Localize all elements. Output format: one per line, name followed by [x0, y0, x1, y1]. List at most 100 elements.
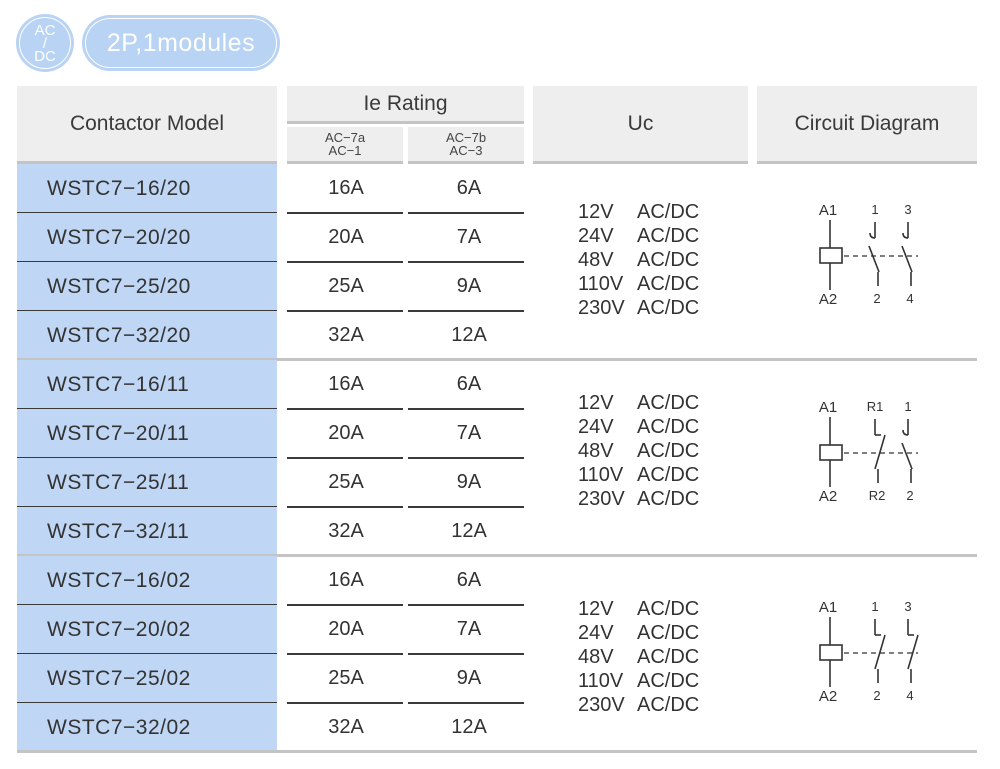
row-divider [287, 604, 403, 606]
ac7a-rating-cell: 16A [328, 177, 364, 199]
coil-symbol [819, 247, 843, 264]
row-divider [408, 457, 524, 459]
header-ac7b-line2: AC−3 [449, 143, 483, 158]
ac7b-rating-cell: 12A [451, 716, 487, 738]
uc-current-type: AC/DC [637, 416, 700, 438]
row-divider [408, 212, 524, 214]
model-cell: WSTC7−25/02 [17, 654, 277, 703]
contact-1-bottom-terminal-label: 2 [873, 291, 880, 306]
uc-voltage-row: 12V AC/DC [578, 597, 748, 621]
ac7a-rating-cell: 16A [328, 373, 364, 395]
uc-current-type: AC/DC [637, 225, 700, 247]
contact-1-hook [869, 232, 876, 239]
contact-2-bottom-terminal-label: 2 [906, 488, 913, 503]
model-cell: WSTC7−16/02 [17, 556, 277, 605]
header-ac7a-line1: AC−7a [324, 130, 366, 145]
contact-2-bottom-terminal-label: 4 [906, 688, 913, 703]
uc-current-type: AC/DC [637, 670, 700, 692]
ac7a-rating-cell: 32A [328, 520, 364, 542]
ac7b-rating-cell: 6A [456, 373, 482, 395]
ac7a-rating-cell: 25A [328, 667, 364, 689]
ac7b-rating-cell: 7A [456, 226, 482, 248]
uc-voltage-row: 24V AC/DC [578, 224, 748, 248]
ac7b-rating-cell: 12A [451, 520, 487, 542]
coil-a2-label: A2 [819, 291, 837, 308]
coil-a1-label: A1 [819, 202, 837, 219]
group-divider [17, 554, 977, 557]
contact-2-top-terminal-label: 3 [904, 202, 911, 217]
header-ie-rating-label: Ie Rating [363, 91, 448, 115]
header-ie-rating: Ie Rating [287, 86, 524, 124]
uc-current-type: AC/DC [637, 646, 700, 668]
uc-current-type: AC/DC [637, 464, 700, 486]
ac7b-rating-cell: 12A [451, 324, 487, 346]
uc-voltage-row: 110V AC/DC [578, 272, 748, 296]
acdc-badge-bottom: DC [34, 48, 56, 65]
model-cell: WSTC7−25/11 [17, 458, 277, 507]
model-cell: WSTC7−20/02 [17, 605, 277, 654]
header-circuit-label: Circuit Diagram [794, 111, 940, 135]
model-cell: WSTC7−32/20 [17, 311, 277, 360]
ac7a-rating-cell: 16A [328, 569, 364, 591]
uc-current-type: AC/DC [637, 392, 700, 414]
contact-1-bottom-terminal-label: 2 [873, 688, 880, 703]
model-cell: WSTC7−16/20 [17, 164, 277, 213]
uc-voltage-row: 48V AC/DC [578, 439, 748, 463]
uc-current-type: AC/DC [637, 598, 700, 620]
contact-2-blade [901, 442, 913, 470]
contact-1-bottom-terminal-label: R2 [869, 488, 886, 503]
row-divider [287, 653, 403, 655]
row-divider [287, 310, 403, 312]
row-divider [408, 604, 524, 606]
ac7a-rating-cell: 20A [328, 618, 364, 640]
header-ac7b-line1: AC−7b [445, 130, 487, 145]
uc-current-type: AC/DC [637, 201, 700, 223]
uc-voltage: 48V [578, 440, 614, 462]
acdc-badge: AC / DC [16, 14, 74, 72]
ac7b-rating-cell: 6A [456, 177, 482, 199]
uc-voltage-row: 48V AC/DC [578, 248, 748, 272]
contact-2-bottom-terminal-label: 4 [906, 291, 913, 306]
contact-1-top-terminal-label: 1 [871, 599, 878, 614]
row-divider [408, 310, 524, 312]
coil-a1-label: A1 [819, 599, 837, 616]
uc-voltage: 110V [578, 273, 624, 295]
header-ac7a-line2: AC−1 [328, 143, 362, 158]
row-divider [408, 506, 524, 508]
row-divider [408, 408, 524, 410]
acdc-badge-slash: / [42, 35, 48, 52]
contact-1-top-terminal-label: 1 [871, 202, 878, 217]
uc-voltage: 24V [578, 225, 614, 247]
uc-current-type: AC/DC [637, 488, 700, 510]
ac7b-rating-cell: 9A [456, 471, 482, 493]
uc-current-type: AC/DC [637, 273, 700, 295]
model-cell: WSTC7−32/11 [17, 507, 277, 556]
uc-current-type: AC/DC [637, 249, 700, 271]
header-ac7b: AC−7b AC−3 [408, 127, 524, 164]
row-divider [287, 506, 403, 508]
uc-current-type: AC/DC [637, 440, 700, 462]
row-divider [408, 702, 524, 704]
ac7a-rating-cell: 25A [328, 471, 364, 493]
acdc-badge-top: AC [34, 22, 56, 39]
contact-2-hook [902, 232, 909, 239]
uc-voltage: 12V [578, 598, 614, 620]
poles-modules-badge: 2P,1modules [82, 15, 280, 71]
group-divider [17, 358, 977, 361]
uc-voltage: 48V [578, 249, 614, 271]
model-cell: WSTC7−25/20 [17, 262, 277, 311]
model-cell: WSTC7−32/02 [17, 703, 277, 752]
contact-2-top-terminal-label: 3 [904, 599, 911, 614]
